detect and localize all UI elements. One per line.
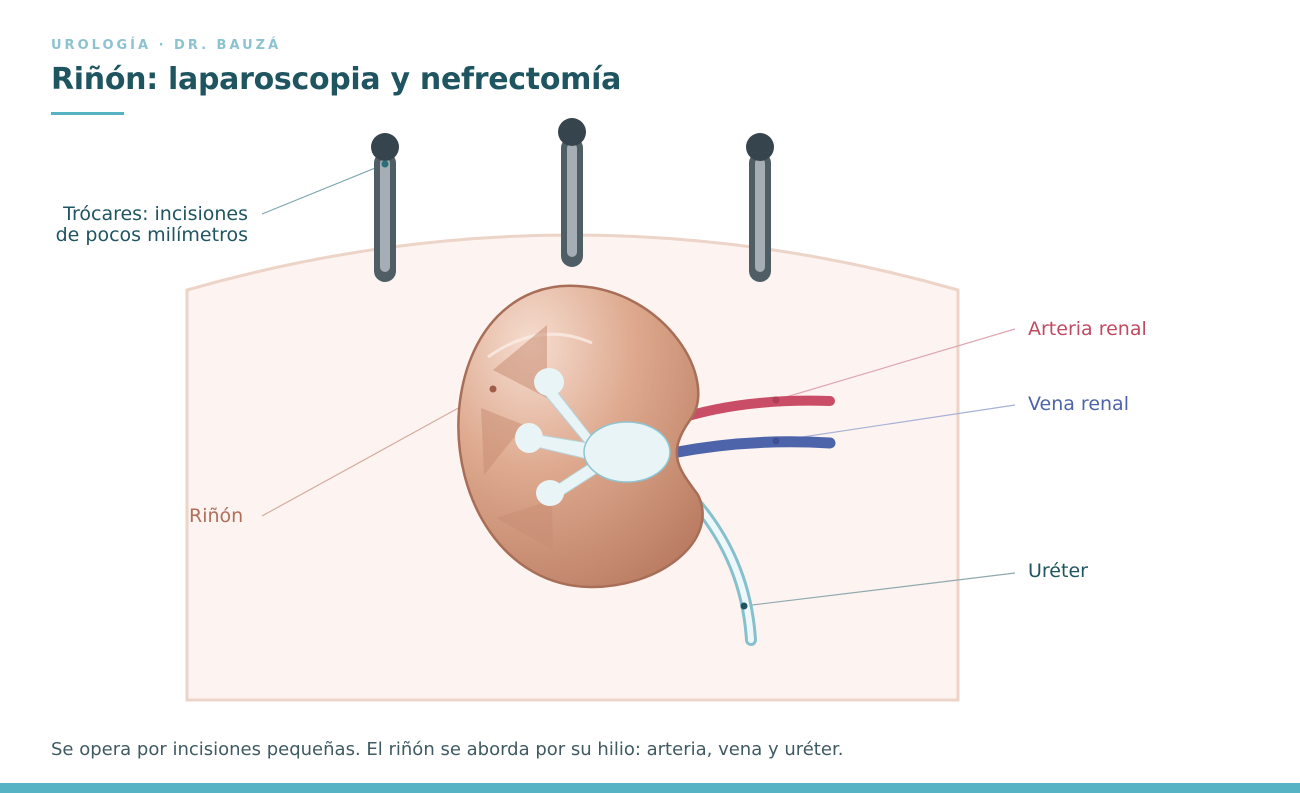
label-trocars-line-1: Trócares: incisiones xyxy=(63,203,248,225)
leader-line-trocar xyxy=(261,163,386,215)
leader-line-artery xyxy=(775,328,1016,401)
leader-line-kidney xyxy=(261,388,494,517)
leader-line-ureter xyxy=(743,572,1016,607)
renal-vein xyxy=(666,436,836,459)
eyebrow-label: UROLOGÍA · DR. BAUZÁ xyxy=(51,38,282,53)
label-trocars-line-2: de pocos milímetros xyxy=(55,224,248,246)
renal-pyramid-middle xyxy=(481,408,524,475)
trocar-right xyxy=(746,133,774,282)
renal-pelvis-calyces xyxy=(515,368,671,506)
trocar-center xyxy=(558,118,586,267)
label-renal-vein: Vena renal xyxy=(1028,393,1129,415)
page-title: Riñón: laparoscopia y nefrectomía xyxy=(51,62,622,97)
label-renal-artery: Arteria renal xyxy=(1028,318,1147,340)
title-underline xyxy=(51,112,124,115)
caption-text: Se opera por incisiones pequeñas. El riñ… xyxy=(51,739,844,760)
label-kidney: Riñón xyxy=(189,505,244,527)
label-trocars: Trócares: incisiones de pocos milímetros xyxy=(56,204,248,246)
leader-dot-vein xyxy=(772,437,780,445)
bottom-accent-bar xyxy=(0,783,1300,793)
trocar-left xyxy=(371,133,399,282)
label-ureter: Uréter xyxy=(1028,560,1088,582)
leader-line-vein xyxy=(775,404,1016,442)
renal-pyramid-upper xyxy=(493,325,547,398)
leader-dot-ureter xyxy=(740,602,748,610)
leader-dot-artery xyxy=(772,396,780,404)
renal-pyramid-lower xyxy=(496,500,553,550)
leader-dot-kidney xyxy=(489,385,497,393)
leader-dot-trocar xyxy=(381,160,389,168)
